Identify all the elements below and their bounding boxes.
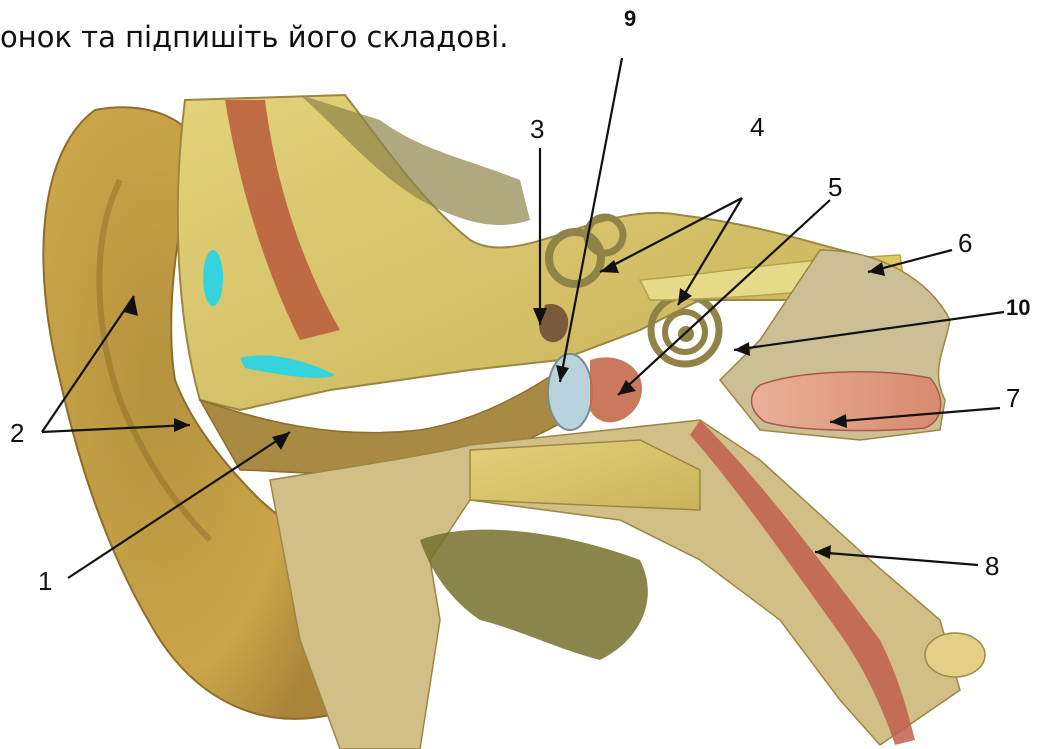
label-4: 4 (750, 114, 764, 140)
label-10: 10 (1006, 297, 1030, 319)
eardrum (548, 354, 592, 430)
label-2: 2 (10, 420, 24, 446)
label-3: 3 (530, 116, 544, 142)
nerve-stump (925, 633, 985, 677)
label-9: 9 (624, 8, 636, 30)
arrowhead-10 (734, 342, 750, 356)
dark-gland (420, 530, 648, 660)
label-8: 8 (985, 553, 999, 579)
label-6: 6 (958, 230, 972, 256)
label-5: 5 (828, 174, 842, 200)
label-7: 7 (1006, 385, 1020, 411)
cartilage-upper (203, 250, 223, 306)
label-1: 1 (38, 568, 52, 594)
